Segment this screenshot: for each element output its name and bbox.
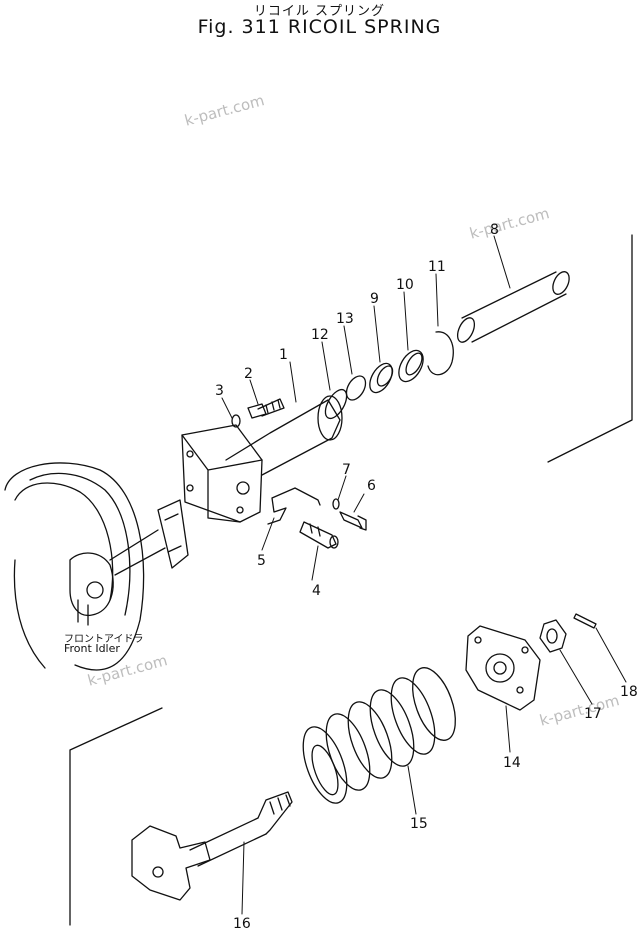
callout-2: 2 <box>244 366 253 382</box>
part-15-spring <box>294 662 464 809</box>
section-frame-upper <box>548 235 632 462</box>
callout-13: 13 <box>336 311 354 327</box>
callout-9: 9 <box>370 291 379 307</box>
callout-12: 12 <box>311 327 329 343</box>
section-frame-lower <box>70 708 162 925</box>
part-11-snap-ring <box>428 332 453 375</box>
part-5-bracket <box>268 488 320 524</box>
part-2-bolt <box>248 399 284 418</box>
part-6-bolt <box>340 512 366 530</box>
part-16-rod <box>132 792 292 900</box>
part-10-seal <box>394 346 428 385</box>
callout-leaders <box>222 236 626 914</box>
callout-11: 11 <box>428 259 446 275</box>
callout-4: 4 <box>312 583 321 599</box>
callout-10: 10 <box>396 277 414 293</box>
part-13-ring <box>343 373 370 404</box>
front-idler-label: Front Idler <box>64 642 120 655</box>
part-14-flange <box>466 626 540 710</box>
part-17-nut <box>540 620 566 652</box>
part-12-ring <box>321 386 351 422</box>
front-idler-wheel <box>5 463 188 670</box>
callout-18: 18 <box>620 684 638 700</box>
callout-1: 1 <box>279 347 288 363</box>
figure-title: Fig. 311 RICOIL SPRING <box>197 16 442 38</box>
callout-6: 6 <box>367 478 376 494</box>
part-4-grease-fitting <box>300 522 338 548</box>
part-7-washer <box>333 499 339 509</box>
part-18-pin <box>574 614 596 628</box>
callout-3: 3 <box>215 383 224 399</box>
callout-16: 16 <box>233 916 251 932</box>
part-1-cylinder-body <box>182 396 342 522</box>
part-9-bearing <box>365 360 397 397</box>
part-8-rod <box>454 269 572 345</box>
part-3-washer <box>232 415 240 427</box>
callout-17: 17 <box>584 706 602 722</box>
callout-15: 15 <box>410 816 428 832</box>
callout-7: 7 <box>342 462 351 478</box>
figure-title-japanese: リコイル スプリング <box>253 4 386 19</box>
callout-5: 5 <box>257 553 266 569</box>
callout-14: 14 <box>503 755 521 771</box>
callout-8: 8 <box>490 222 499 238</box>
front-idler-label-jp: フロントアイドラ <box>64 634 144 645</box>
